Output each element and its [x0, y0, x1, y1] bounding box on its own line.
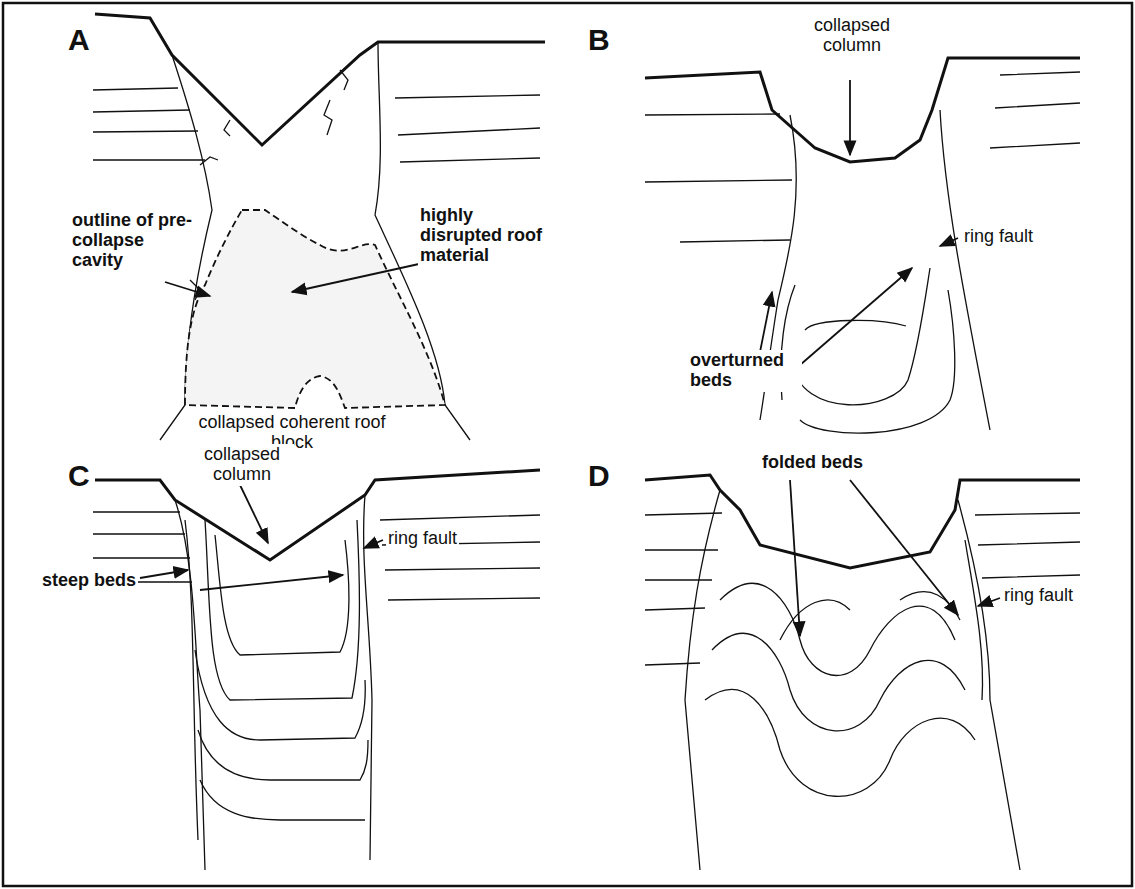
callout-label: steep beds: [40, 570, 138, 592]
panel-letter: B: [586, 22, 612, 57]
panel-letter: A: [66, 22, 92, 57]
callout-label: outline of pre-collapse cavity: [70, 210, 196, 271]
callout-label: ring fault: [1002, 585, 1075, 607]
callout-label: ring fault: [386, 528, 459, 550]
callout-label: overturned beds: [688, 350, 802, 392]
panel-b-section: [645, 58, 1080, 433]
callout-label: collapsed column: [800, 15, 904, 57]
panel-d-section: [645, 475, 1080, 870]
panel-letter: D: [586, 458, 612, 493]
callout-label: folded beds: [760, 452, 865, 474]
callout-label: ring fault: [962, 226, 1035, 248]
figure-border: [3, 3, 1132, 886]
panel-letter: C: [66, 458, 92, 493]
callout-label: collapsed column: [190, 444, 294, 486]
panel-c-section: [93, 470, 540, 870]
callout-label: highly disrupted roof material: [418, 205, 560, 266]
